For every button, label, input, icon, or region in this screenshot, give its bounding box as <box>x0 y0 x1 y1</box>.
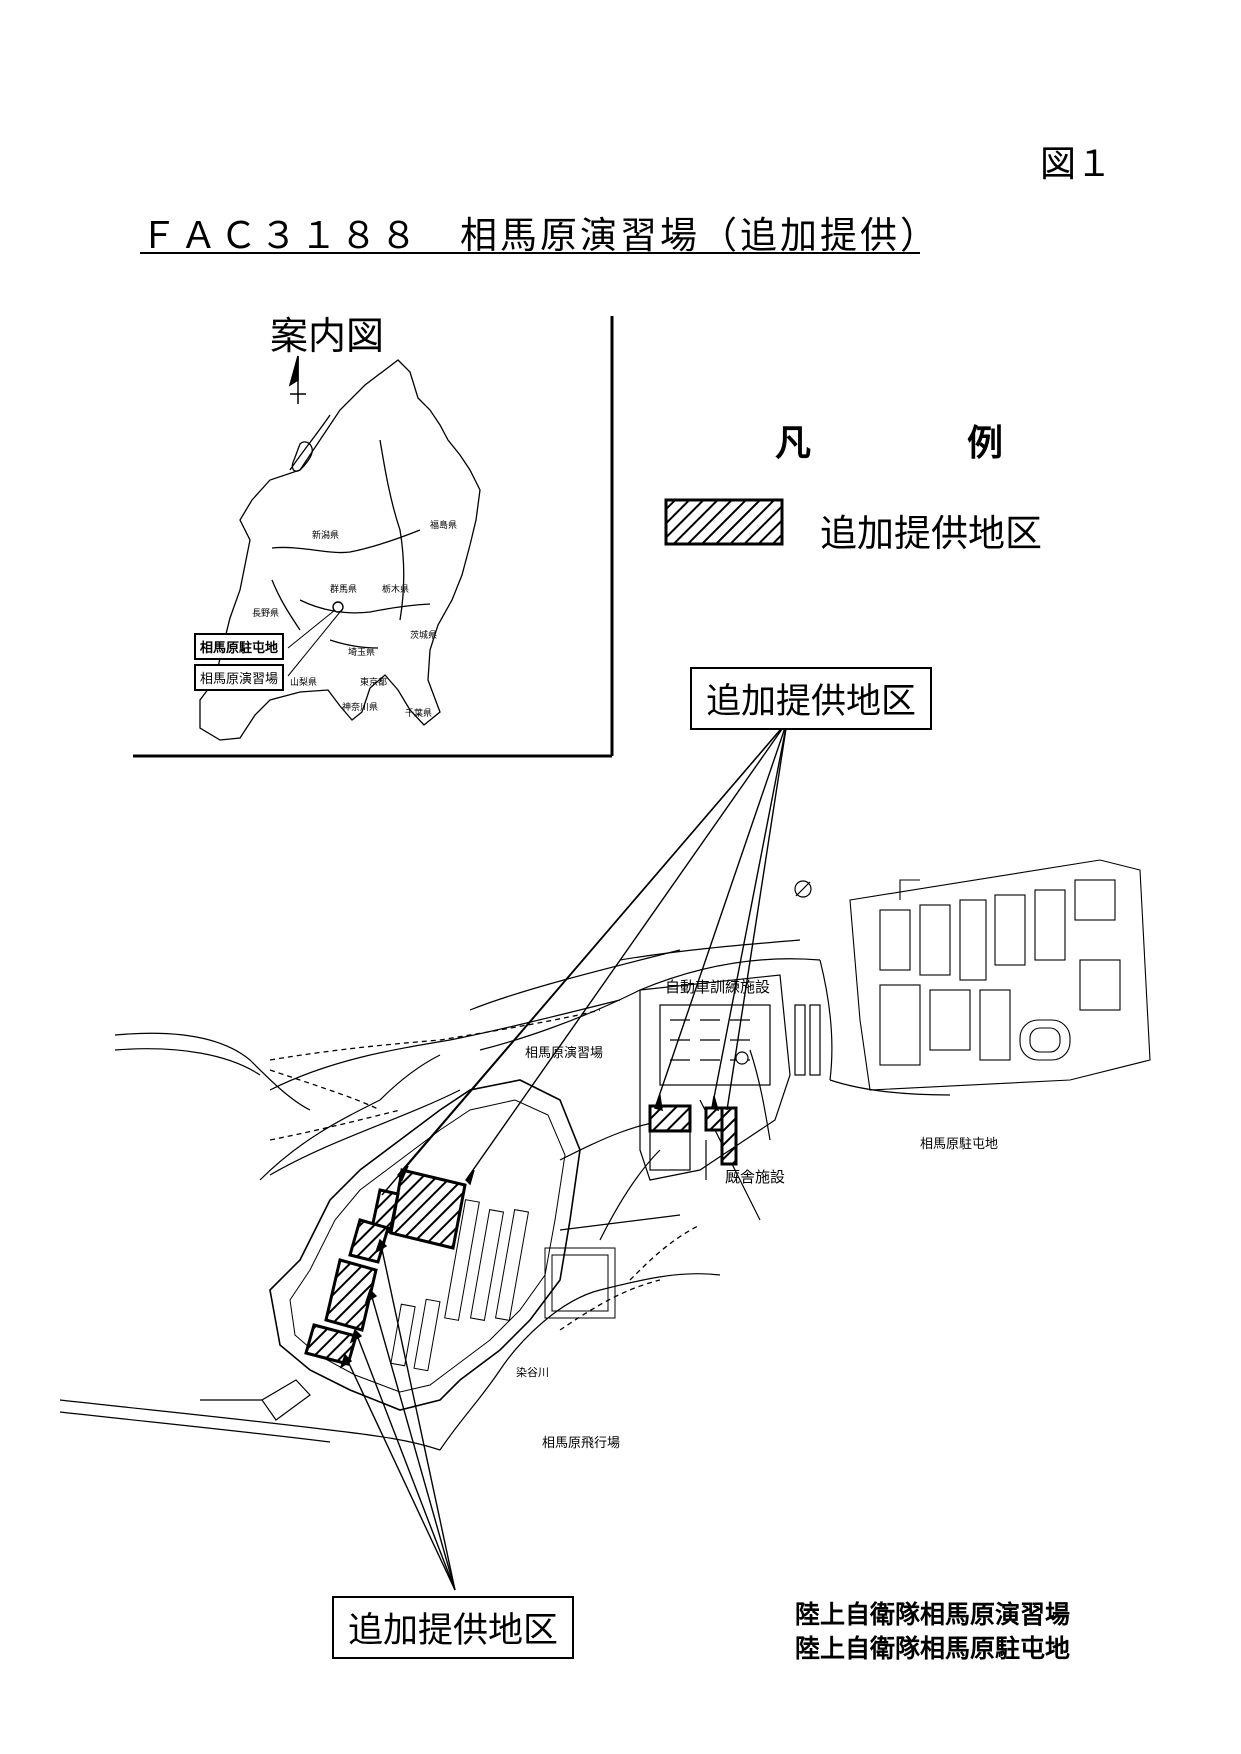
terrain-dashes <box>269 1009 701 1331</box>
pref-ibaraki: 茨城県 <box>410 631 438 641</box>
label-airfield: 相馬原飛行場 <box>542 1436 621 1451</box>
figure-label: 図１ <box>1040 144 1113 185</box>
caption-line2: 陸上自衛隊相馬原駐屯地 <box>795 1634 1071 1663</box>
location-marker-icon <box>332 601 344 613</box>
label-river: 染谷川 <box>516 1366 549 1379</box>
provision-areas <box>304 1104 738 1366</box>
training-area-inner <box>289 1099 566 1393</box>
label-garrison: 相馬原駐屯地 <box>920 1137 999 1152</box>
pref-saitama: 埼玉県 <box>348 648 376 658</box>
pref-tochigi: 栃木県 <box>382 585 410 595</box>
label-vehicle-facility: 自動車訓練施設 <box>665 978 771 996</box>
title-underline <box>140 252 920 254</box>
inset-title: 案内図 <box>270 314 385 358</box>
caption: 陸上自衛隊相馬原演習場 陸上自衛隊相馬原駐屯地 <box>795 1598 1070 1666</box>
garrison-area <box>849 859 1151 1091</box>
callout-top: 追加提供地区 <box>690 667 933 730</box>
inset-marker-training: 相馬原演習場 <box>194 664 285 691</box>
region-outline <box>199 359 481 741</box>
pref-gunma: 群馬県 <box>330 585 358 595</box>
pref-tokyo: 東京都 <box>360 678 388 688</box>
training-area-outline <box>269 1079 581 1411</box>
vehicle-facility <box>639 974 821 1181</box>
legend-title: 凡 例 <box>775 422 1064 464</box>
pref-niigata: 新潟県 <box>312 531 340 541</box>
island-outline <box>291 441 313 472</box>
label-barracks: 厩舎施設 <box>725 1168 786 1186</box>
legend-item-label: 追加提供地区 <box>820 512 1042 555</box>
airfield-shape <box>200 1379 311 1421</box>
range-strips <box>390 1199 616 1372</box>
map-north-icon <box>794 880 812 898</box>
label-training-area: 相馬原演習場 <box>525 1046 604 1061</box>
inset-frame <box>133 316 614 758</box>
pref-yamanashi: 山梨県 <box>290 678 318 688</box>
north-arrow-icon <box>288 355 306 404</box>
pref-fukushima: 福島県 <box>430 521 458 531</box>
caption-line1: 陸上自衛隊相馬原演習場 <box>795 1600 1071 1629</box>
pref-nagano: 長野県 <box>252 609 280 619</box>
inset-marker-garrison: 相馬原駐屯地 <box>194 633 285 660</box>
callout-bottom: 追加提供地区 <box>332 1596 575 1659</box>
pref-kanagawa: 神奈川県 <box>342 703 379 713</box>
legend-swatch <box>664 498 784 546</box>
site-roads <box>59 939 951 1451</box>
pref-chiba: 千葉県 <box>405 709 433 719</box>
callout-arrows <box>339 721 788 1591</box>
document-title: ＦＡＣ３１８８ 相馬原演習場（追加提供） <box>140 214 940 257</box>
